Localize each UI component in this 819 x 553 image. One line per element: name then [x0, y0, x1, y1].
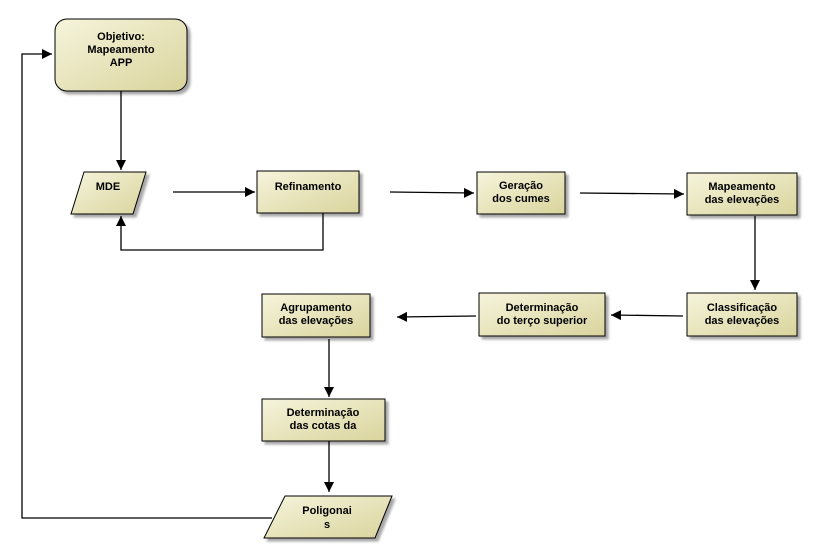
node-agrupamento-line-1: Agrupamento — [280, 302, 352, 314]
node-mde: MDE — [70, 171, 147, 215]
node-determinacao-cotas-line-2: das cotas da — [290, 420, 358, 432]
node-objetivo-line-2: Mapeamento — [87, 44, 155, 56]
arrow-refinamento-to-geracao — [389, 187, 475, 198]
node-classificacao-line-2: das elevações — [705, 315, 780, 327]
arrow-determinacao-terco-to-agrupamento — [396, 311, 477, 322]
arrow-poligonais-back-to-objetivo — [21, 49, 272, 519]
node-classificacao-line-1: Classificação — [707, 302, 778, 314]
node-mde-label: MDE — [96, 181, 120, 193]
node-determinacao-cotas-line-1: Determinação — [287, 407, 360, 419]
node-objetivo-line-1: Objetivo: — [97, 31, 145, 43]
node-mapeamento-elevacoes: Mapeamento das elevações — [686, 172, 798, 216]
node-objetivo-line-3: APP — [110, 57, 133, 69]
connectors — [21, 49, 760, 519]
node-determinacao-terco-line-1: Determinação — [506, 302, 579, 314]
node-agrupamento-line-2: das elevações — [279, 315, 354, 327]
node-determinacao-terco-line-2: do terço superior — [497, 315, 588, 327]
node-refinamento: Refinamento — [256, 170, 360, 214]
node-geracao-cumes: Geração dos cumes — [476, 171, 566, 215]
node-determinacao-cotas: Determinação das cotas da — [261, 398, 386, 442]
node-geracao-line-1: Geração — [499, 180, 543, 192]
node-poligonais-line-1: Poligonai — [302, 505, 352, 517]
node-geracao-line-2: dos cumes — [492, 193, 549, 205]
node-poligonais: Poligonai s — [263, 495, 393, 539]
node-agrupamento: Agrupamento das elevações — [261, 293, 371, 338]
node-mapeamento-line-2: das elevações — [705, 194, 780, 206]
arrow-refinamento-back-to-mde — [116, 213, 324, 251]
arrow-geracao-to-mapeamento — [579, 188, 685, 199]
node-mapeamento-line-1: Mapeamento — [708, 181, 776, 193]
arrow-classificacao-to-determinacao-terco — [610, 310, 684, 321]
node-refinamento-label: Refinamento — [275, 181, 342, 193]
node-determinacao-terco: Determinação do terço superior — [478, 292, 606, 337]
node-poligonais-line-2: s — [324, 519, 330, 531]
node-classificacao: Classificação das elevações — [686, 292, 798, 337]
node-objetivo: Objetivo: Mapeamento APP — [54, 18, 188, 92]
